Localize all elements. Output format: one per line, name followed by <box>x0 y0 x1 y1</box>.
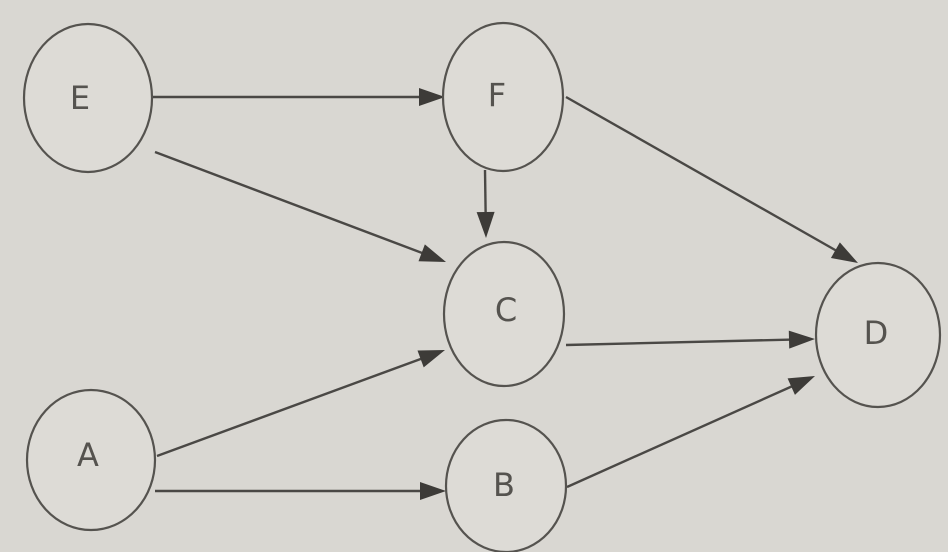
node-e: E <box>22 22 154 174</box>
node-f-circle <box>441 21 565 173</box>
arrowhead-icon <box>419 88 445 106</box>
edge-line <box>565 338 794 347</box>
node-d: D <box>814 261 942 409</box>
edge-f-to-c <box>476 169 495 238</box>
edge-c-to-d <box>565 330 815 349</box>
node-a: A <box>25 388 157 532</box>
node-d-label: D <box>864 314 889 352</box>
edge-e-to-c <box>154 150 446 262</box>
edge-line <box>565 95 840 254</box>
node-b: B <box>444 418 568 552</box>
node-c-circle <box>442 240 566 388</box>
node-f-label: F <box>488 76 506 114</box>
node-a-label: A <box>77 436 99 474</box>
arrowhead-icon <box>476 211 495 238</box>
node-e-circle <box>22 22 154 174</box>
nodes-layer: E F C A B D <box>22 21 942 552</box>
edge-e-to-f <box>152 88 445 106</box>
arrowhead-icon <box>420 482 446 500</box>
edge-f-to-d <box>565 95 858 263</box>
node-e-label: E <box>70 79 90 117</box>
node-b-label: B <box>493 466 515 504</box>
edge-line <box>483 169 487 217</box>
node-c: C <box>442 240 566 388</box>
arrowhead-icon <box>830 242 858 263</box>
arrowhead-icon <box>418 244 446 262</box>
node-a-circle <box>25 388 157 532</box>
edge-line <box>156 356 425 458</box>
edge-line <box>566 383 796 489</box>
edge-a-to-b <box>155 482 446 500</box>
node-c-label: C <box>495 291 517 329</box>
node-d-circle <box>814 261 942 409</box>
node-f: F <box>441 21 565 173</box>
edge-b-to-d <box>566 376 815 489</box>
node-b-circle <box>444 418 568 552</box>
arrowhead-icon <box>788 330 815 349</box>
edges-layer <box>152 88 858 500</box>
edge-a-to-c <box>156 350 445 458</box>
arrowhead-icon <box>417 350 445 368</box>
edge-line <box>154 150 426 256</box>
arrowhead-icon <box>787 376 815 395</box>
